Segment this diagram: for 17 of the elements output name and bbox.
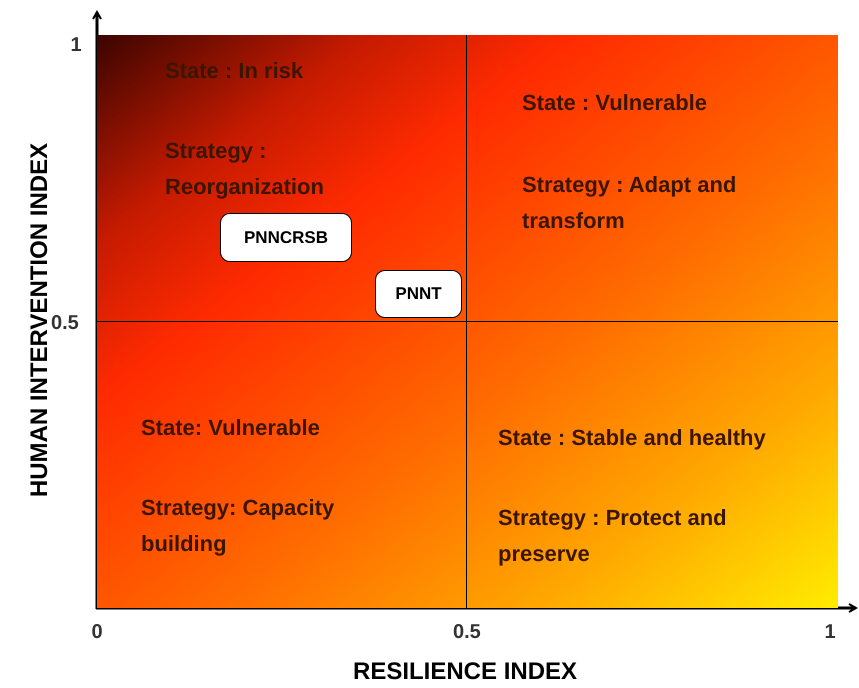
tick-label: 0.5 bbox=[453, 620, 481, 644]
tick-label: 1 bbox=[70, 34, 82, 56]
site-label-box: PNNCRSB bbox=[220, 213, 352, 262]
strategy-text: Strategy : Adapt and transform bbox=[522, 171, 738, 235]
strategy-text: Strategy : Protect and preserve bbox=[498, 504, 728, 568]
site-label-box: PNNT bbox=[375, 270, 462, 318]
tick-label: 1 bbox=[824, 620, 836, 644]
quadrant-panel bbox=[97, 35, 467, 322]
strategy-text: Strategy : Reorganization bbox=[165, 137, 325, 201]
state-text: State : In risk bbox=[165, 57, 304, 85]
strategy-text: Strategy: Capacity building bbox=[141, 494, 336, 558]
state-text: State: Vulnerable bbox=[141, 414, 321, 442]
tick-label: 0 bbox=[92, 620, 103, 644]
state-text: State : Stable and healthy bbox=[498, 424, 767, 452]
axis-title: RESILIENCE INDEX bbox=[353, 658, 578, 686]
tick-label: 0.5 bbox=[51, 312, 79, 334]
state-text: State : Vulnerable bbox=[522, 89, 708, 117]
